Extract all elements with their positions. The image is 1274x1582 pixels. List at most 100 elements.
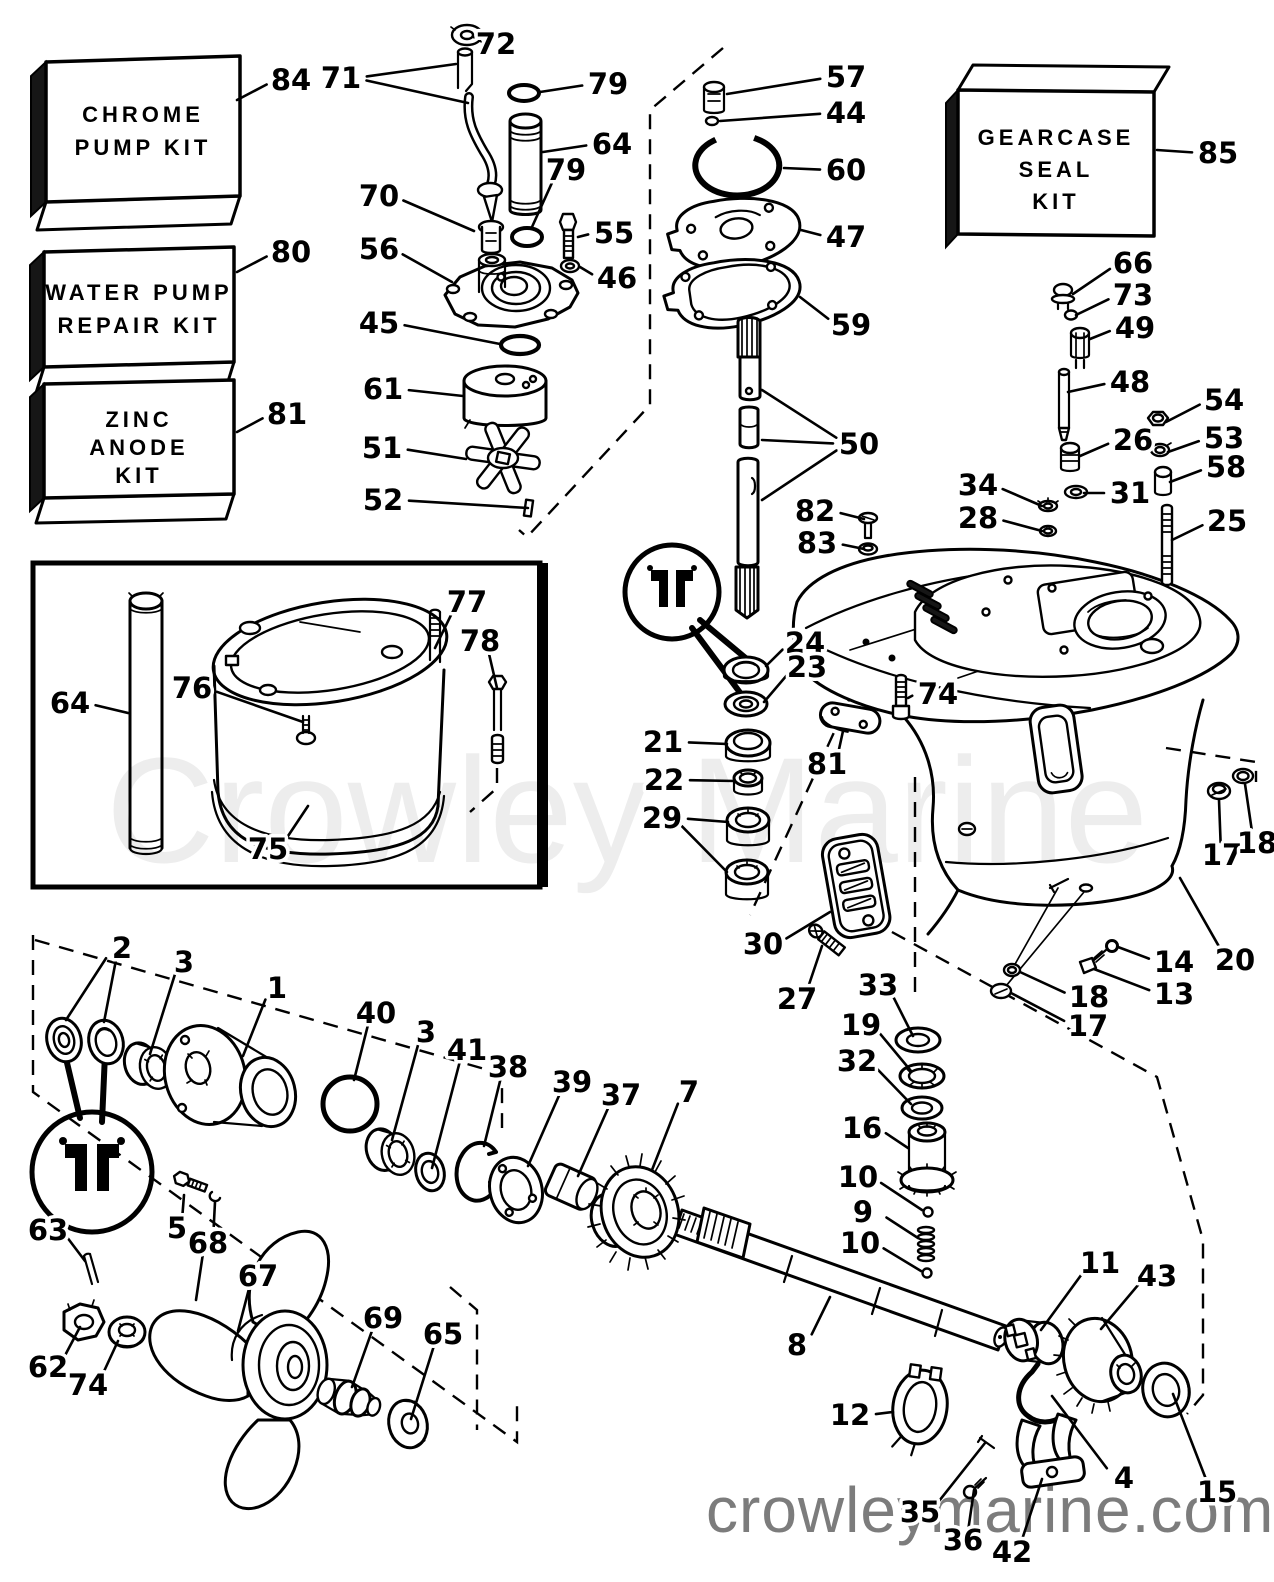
part-callout-35-85: 35 <box>900 1495 940 1529</box>
seal-18-right-drawing <box>1231 767 1255 785</box>
leader-line-41 <box>430 1061 461 1170</box>
leader-line-50 <box>760 449 838 502</box>
part-callout-61-10: 61 <box>363 372 403 406</box>
part-callout-12-79: 12 <box>830 1398 870 1432</box>
leader-line-50 <box>760 438 835 445</box>
part-callout-30-44: 30 <box>743 927 783 961</box>
chrome-tube-64-drawing <box>508 112 543 216</box>
leader-line-2 <box>64 956 108 1022</box>
screw-55-drawing <box>558 212 578 260</box>
part-callout-74-74: 74 <box>68 1368 108 1402</box>
pin-35-drawing <box>976 1434 996 1450</box>
leader-line-80 <box>235 255 268 274</box>
part-callout-44-18: 44 <box>826 96 866 130</box>
leader-line-52 <box>407 499 530 510</box>
leader-line-35 <box>936 1441 987 1504</box>
bearing-housing-1-drawing <box>162 1024 298 1129</box>
part-callout-64-3: 64 <box>592 127 632 161</box>
stud-25-drawing <box>1160 503 1174 587</box>
part-callout-57-17: 57 <box>826 60 866 94</box>
leader-line-62 <box>62 1325 82 1359</box>
part-callout-77-90: 77 <box>447 585 487 619</box>
part-callout-36-86: 36 <box>943 1523 983 1557</box>
kit-label-zinc-1: ZINC <box>105 407 172 432</box>
part-callout-60-19: 60 <box>826 153 866 187</box>
part-callout-75-92: 75 <box>248 832 288 866</box>
part-callout-9-58: 9 <box>853 1195 873 1229</box>
grommet-70-drawing <box>477 219 505 255</box>
part-callout-18-47: 18 <box>1237 826 1274 860</box>
leader-line-77 <box>433 611 454 650</box>
water-tube-71-drawing <box>456 47 504 224</box>
screw-76-drawing <box>295 714 317 746</box>
o-ring-14-drawing <box>1105 939 1119 953</box>
leader-line-25 <box>1170 523 1204 542</box>
part-callout-42-87: 42 <box>992 1535 1032 1569</box>
part-callout-27-45: 27 <box>777 982 817 1016</box>
part-callout-72-0: 72 <box>476 27 516 61</box>
driveshaft-50-drawing <box>734 316 762 620</box>
part-callout-67-76: 67 <box>238 1259 278 1293</box>
part-callout-4-83: 4 <box>1114 1461 1134 1495</box>
washer-33-drawing <box>894 1026 942 1054</box>
cradle-12-drawing <box>891 1363 949 1457</box>
seal-plate-group <box>662 80 802 330</box>
leader-line-83 <box>841 543 866 551</box>
extension-housing-75-drawing <box>210 597 449 868</box>
part-callout-73-24: 73 <box>1113 278 1153 312</box>
shift-fork-42-drawing <box>1015 1412 1086 1489</box>
leader-line-30 <box>785 910 832 940</box>
bearing-29a-drawing <box>725 806 771 847</box>
washer-41-drawing <box>414 1151 446 1193</box>
leader-line-46 <box>578 265 594 276</box>
part-callout-59-21: 59 <box>831 308 871 342</box>
anode-plate-81-drawing <box>818 701 882 735</box>
part-callout-31-31: 31 <box>1110 476 1150 510</box>
bushing-37-drawing <box>543 1162 599 1211</box>
leader-line-22 <box>688 778 737 783</box>
part-callout-79-2: 79 <box>588 67 628 101</box>
part-callout-11-81: 11 <box>1080 1246 1120 1280</box>
leader-line-71 <box>365 79 470 105</box>
part-callout-13-50: 13 <box>1154 977 1194 1011</box>
leader-line-66 <box>1071 267 1112 296</box>
leader-line-58 <box>1168 469 1203 484</box>
leader-line-79 <box>530 179 554 229</box>
kit-box-water-pump-repair: WATER PUMP REPAIR KIT <box>29 245 236 395</box>
part-callout-26-28: 26 <box>1113 423 1153 457</box>
impeller-51-drawing <box>465 421 541 495</box>
seal-23-drawing <box>723 690 769 718</box>
leader-line-34 <box>1001 487 1044 508</box>
leader-line-3 <box>148 972 177 1056</box>
plug-17-left-drawing <box>989 982 1013 1000</box>
leader-line-61 <box>407 388 465 398</box>
leader-line-49 <box>1088 329 1112 341</box>
leader-line-21 <box>687 741 729 746</box>
leader-line-2 <box>102 959 118 1024</box>
leader-line-73 <box>1074 298 1110 317</box>
part-callout-3-68: 3 <box>174 945 194 979</box>
part-callout-63-72: 63 <box>28 1213 68 1247</box>
pinion-stack-group <box>894 1026 957 1279</box>
part-callout-83-36: 83 <box>797 526 837 560</box>
part-callout-62-73: 62 <box>28 1350 68 1384</box>
part-callout-37-61: 37 <box>601 1078 641 1112</box>
part-callout-7-60: 7 <box>679 1075 699 1109</box>
leader-line-60 <box>782 166 822 171</box>
leader-line-85 <box>1155 148 1194 154</box>
leader-line-42 <box>1020 1477 1044 1542</box>
plug-66-drawing <box>1050 282 1076 311</box>
leader-line-20 <box>1178 876 1222 951</box>
propeller-67-68-drawing <box>148 1229 330 1511</box>
leader-line-9 <box>885 1216 920 1240</box>
part-callout-38-63: 38 <box>488 1050 528 1084</box>
spring-9-drawing <box>916 1225 936 1263</box>
connector-49-drawing <box>1069 326 1091 370</box>
part-callout-56-7: 56 <box>359 232 399 266</box>
part-callout-2-69: 2 <box>112 931 132 965</box>
bearing-24-drawing <box>722 655 770 685</box>
part-callout-51-11: 51 <box>362 431 402 465</box>
stud-77-drawing <box>428 608 442 664</box>
leader-line-75 <box>284 804 310 841</box>
